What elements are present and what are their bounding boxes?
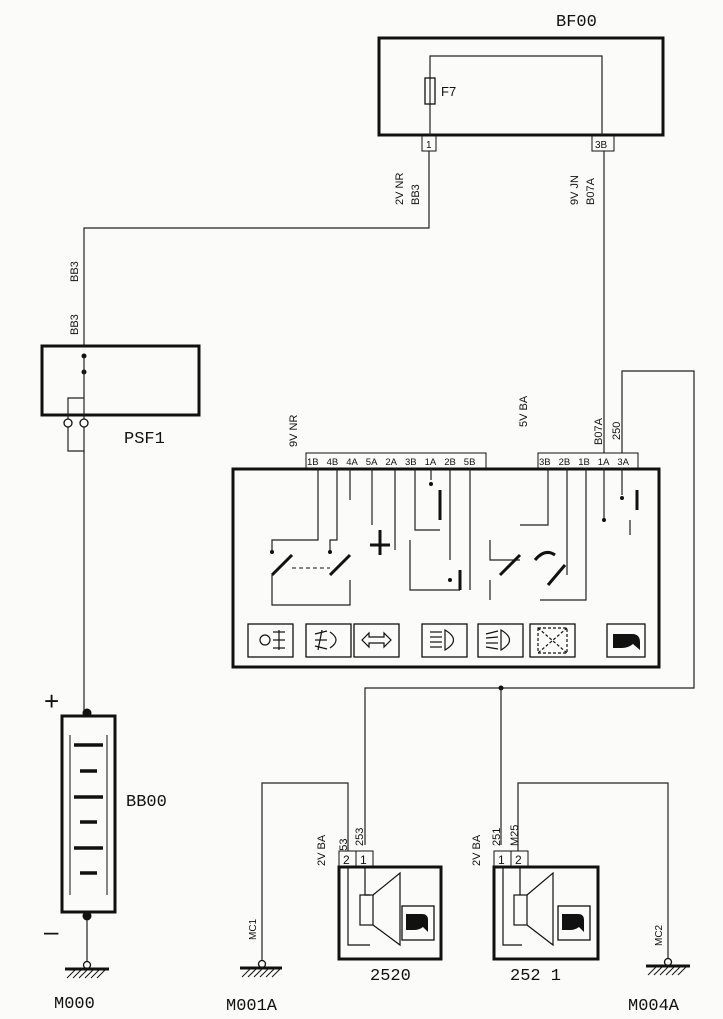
horn-2520: [337, 865, 443, 961]
fuse-pin-1-label: 1: [426, 140, 432, 151]
fog-light-icon: [305, 623, 352, 658]
ground-m004a-label: M004A: [628, 997, 680, 1016]
wire-2-code: B07A: [585, 177, 597, 205]
psf1-box: [40, 344, 201, 417]
horn-left-253: 253: [354, 828, 366, 846]
switch-pin-label: 1A: [425, 457, 437, 468]
horn-2521: [492, 865, 600, 961]
dipped-beam-icon: [421, 623, 468, 658]
switch-pin-label: 1A: [598, 457, 610, 468]
battery-plus: +: [44, 686, 59, 716]
horn-left-spec: 2V BA: [316, 834, 328, 866]
wire-mc1: [261, 782, 349, 961]
switch-internals: [271, 468, 631, 606]
switch-left-spec: 9V NR: [288, 415, 300, 447]
switch-pin-label: 3B: [405, 457, 417, 468]
switch-right-spec: 5V BA: [518, 395, 530, 427]
wire-bb3-label-b: BB3: [69, 314, 81, 335]
wire-1-spec: 2V NR: [394, 173, 406, 205]
switch-pin-label: 2A: [385, 457, 397, 468]
fuse-f7: [424, 77, 436, 105]
horn-right-symbol: [557, 905, 591, 941]
horn-left-label: 2520: [370, 967, 411, 986]
fuse-pin-3b: [591, 135, 615, 152]
fuse-box: [377, 36, 665, 137]
horn-right-spec: 2V BA: [471, 834, 483, 866]
switch-250-label: 250: [611, 422, 623, 440]
horn-right-pin-1-label: 1: [498, 853, 505, 867]
ground-m001a-label: M001A: [226, 997, 278, 1016]
wire-bb3: [83, 151, 430, 355]
switch-pin-label: 2B: [559, 457, 571, 468]
horn-right-251: 251: [491, 828, 503, 846]
wire-bb3-label-a: BB3: [69, 261, 81, 282]
switch-pin-label: 5B: [464, 457, 476, 468]
horn-right-label: 252 1: [510, 967, 561, 986]
sidelight-icon: [247, 623, 294, 658]
switch-b07a-label: B07A: [593, 417, 605, 445]
horn-right-m25: M25: [509, 825, 521, 846]
ground-m001a: [240, 959, 282, 978]
ground-m004a: [646, 957, 690, 976]
wire-1-code: BB3: [410, 184, 422, 205]
wire-2-spec: 9V JN: [569, 175, 581, 205]
battery-bb00: [60, 714, 117, 914]
switch-pin-label: 2B: [444, 457, 456, 468]
horn-right-pin-2-label: 2: [515, 853, 522, 867]
horn-left-pin-2-label: 2: [343, 853, 350, 867]
psf1-bridge: [67, 397, 84, 419]
horn-icon: [606, 623, 646, 658]
switch-connector: [305, 452, 639, 469]
wire-mc1-label: MC1: [248, 918, 259, 940]
main-beam-icon: [477, 623, 524, 658]
fuse-box-internal-wire: [429, 55, 603, 135]
hazard-icon: [529, 623, 576, 658]
battery-label: BB00: [126, 793, 167, 812]
fuse-pin-3b-label: 3B: [595, 140, 608, 151]
horn-left-symbol: [401, 905, 435, 941]
switch-pin-label: 4A: [346, 457, 358, 468]
indicator-icon: [353, 623, 400, 658]
switch-unit: [231, 467, 661, 669]
ground-m000: [65, 960, 109, 979]
fuse-box-label: BF00: [556, 13, 597, 32]
battery-cells: [74, 743, 103, 875]
switch-pin-label: 4B: [327, 457, 339, 468]
fuse-label: F7: [441, 84, 456, 99]
battery-minus: –: [44, 916, 59, 946]
switch-icons: [247, 623, 646, 658]
wire-250: [364, 370, 695, 845]
wire-mc2: [517, 782, 669, 959]
switch-pin-label: 1B: [578, 457, 590, 468]
switch-pin-label: 3B: [539, 457, 551, 468]
horn-left-pin-1-label: 1: [360, 853, 367, 867]
psf1-label: PSF1: [124, 430, 165, 449]
ground-m000-label: M000: [54, 995, 95, 1014]
wire-mc2-label: MC2: [654, 924, 665, 946]
switch-pin-label: 5A: [366, 457, 378, 468]
switch-pin-label: 1B: [307, 457, 319, 468]
switch-pin-label: 3A: [617, 457, 629, 468]
